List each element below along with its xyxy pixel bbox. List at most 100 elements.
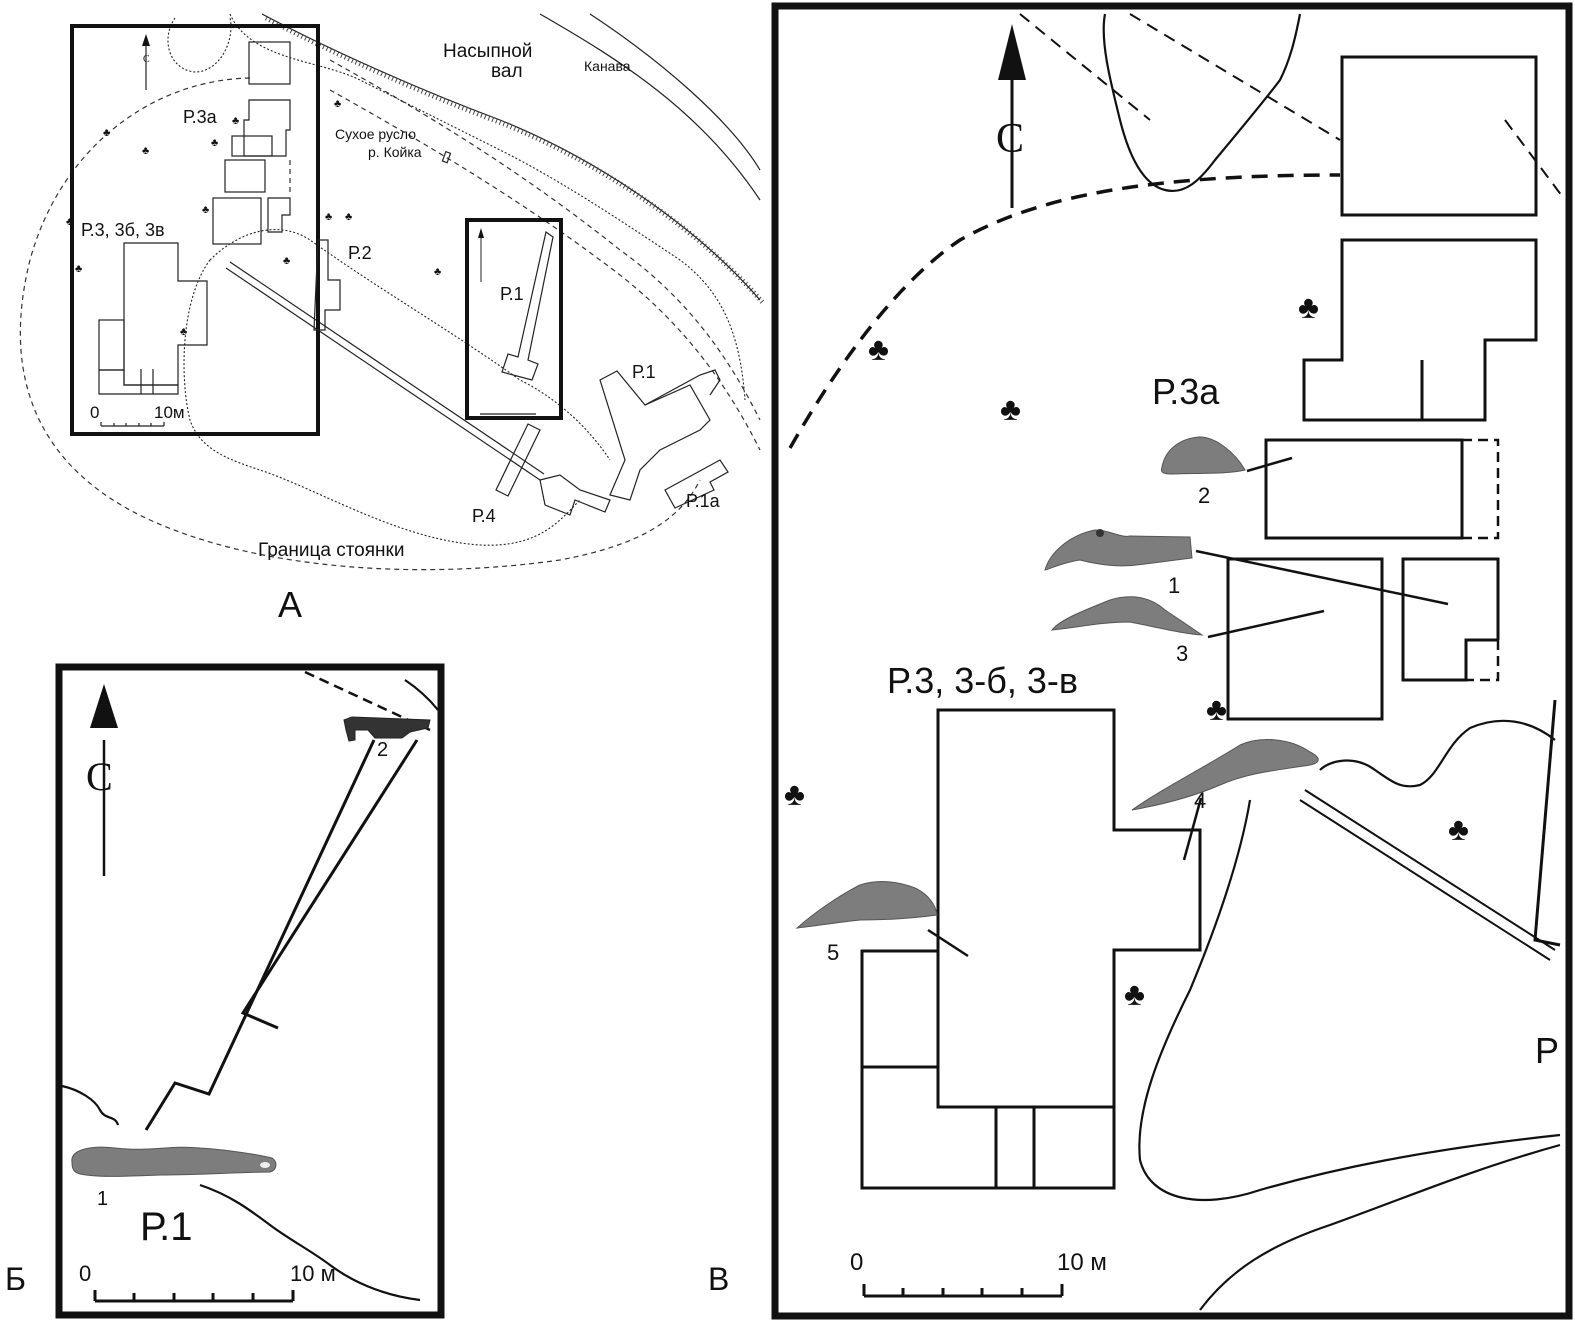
- label-dry-bed-2: р. Койка: [368, 144, 422, 160]
- leader-line-3: [1207, 609, 1325, 639]
- inset-north-arrow-icon: [478, 228, 484, 238]
- dry-bed-dashed-line-2: [1129, 13, 1341, 141]
- panel-v: С: [708, 2, 1573, 1320]
- artifact-1-number: 1: [1168, 573, 1180, 598]
- tree-icon: ♣: [180, 326, 187, 338]
- label-cut-p: Р: [1535, 1030, 1559, 1071]
- leader-line-1: [1195, 549, 1449, 606]
- excavation-p3-6: [267, 197, 291, 233]
- scale-zero: 0: [90, 403, 99, 422]
- panel-b: С 1 2 Р.1 0 10 м Б: [5, 663, 445, 1319]
- north-arrow-icon: [90, 684, 118, 728]
- tree-icon: ♣: [1298, 289, 1319, 325]
- tree-icon: ♣: [232, 115, 239, 127]
- north-label: С: [86, 754, 113, 799]
- artifact-4-number: 4: [1194, 788, 1206, 813]
- dry-bed-dashed-line-1: [1019, 13, 1151, 121]
- panel-label-a: А: [278, 584, 302, 625]
- scale-zero: 0: [79, 1261, 91, 1286]
- scale-bar: [862, 1284, 1064, 1298]
- label-p3a: Р.3а: [1152, 371, 1220, 412]
- tree-icon: ♣: [784, 776, 805, 812]
- excavation-p3a-4: [224, 159, 266, 193]
- north-arrow-icon: [998, 24, 1026, 80]
- scale-zero: 0: [850, 1249, 863, 1276]
- bank-line-left: [61, 1084, 120, 1126]
- excavation-p3a-1: [248, 41, 291, 85]
- excavation-p1-trench: [644, 369, 721, 406]
- excavation-p3a-2: [1302, 238, 1538, 422]
- excavation-p3-side: [860, 949, 940, 1069]
- artifact-1-number: 1: [97, 1188, 108, 1210]
- artifact-5-number: 5: [827, 940, 839, 965]
- label-p1: Р.1: [140, 1205, 192, 1249]
- artifact-1-image: [71, 1146, 277, 1177]
- tree-icon: ♣: [202, 204, 209, 216]
- tree-icon: ♣: [1124, 976, 1145, 1012]
- excavation-p3a-3: [231, 135, 273, 157]
- artifact-1-hole: [260, 1162, 270, 1168]
- tree-icon: ♣: [211, 137, 218, 149]
- marker-small: [441, 150, 452, 164]
- tree-icon: ♣: [345, 211, 352, 223]
- label-p3a: Р.3а: [183, 107, 218, 127]
- artifact-1-image: [1044, 529, 1193, 571]
- trench-road-2: [229, 261, 545, 475]
- north-label: С: [143, 54, 150, 65]
- panel-b-frame: [55, 663, 445, 1319]
- excavation-p3-bottom: [98, 369, 179, 395]
- excavation-p4-extension: [539, 474, 611, 516]
- label-p2: Р.2: [348, 243, 372, 263]
- excavation-p3-4: [1226, 557, 1384, 721]
- inset-frame-p3: [70, 24, 320, 436]
- north-arrow-icon: [142, 34, 150, 46]
- excavation-p4: [495, 423, 541, 497]
- excavation-p3-main: [936, 708, 1202, 1109]
- excavation-p3-5-dashed: [1466, 640, 1500, 682]
- tree-icon: ♣: [325, 211, 332, 223]
- terrace-lobe: [167, 17, 232, 73]
- north-label: С: [996, 116, 1024, 162]
- embankment-hatching: [264, 15, 766, 306]
- tree-icon: ♣: [142, 145, 149, 157]
- ditch-line-1: [539, 13, 761, 201]
- excavation-p1-inset: [501, 230, 554, 381]
- tree-icon: ♣: [283, 255, 290, 267]
- excavation-p3-bottom: [860, 1065, 1116, 1190]
- tree-icon: ♣: [868, 331, 889, 367]
- embankment-line: [261, 13, 761, 301]
- ditch-line-2: [589, 13, 761, 171]
- excavation-p3a-1: [1340, 55, 1538, 217]
- bank-line-bottom: [199, 1183, 421, 1302]
- terrace-edge-upper: [1319, 719, 1556, 788]
- tree-icon: ♣: [1448, 811, 1469, 847]
- tree-icon: ♣: [66, 216, 73, 228]
- dry-bed-edge-2: [329, 89, 761, 451]
- label-embankment-2: вал: [491, 61, 523, 82]
- terrace-edge-north: [229, 13, 746, 401]
- panel-label-v: В: [708, 1261, 729, 1297]
- scale-bar: [93, 1290, 295, 1303]
- label-dry-bed-1: Сухое русло: [335, 126, 416, 142]
- tree-icon: ♣: [1000, 391, 1021, 427]
- excavation-p3a-2: [243, 99, 291, 157]
- excavation-p3-side: [98, 319, 125, 371]
- excavation-p2-edge: [1533, 699, 1561, 947]
- excavation-p1a: [664, 459, 729, 509]
- tree-icon: ♣: [1206, 691, 1227, 727]
- tree-icon: ♣: [334, 98, 341, 110]
- trench-road: [1299, 789, 1556, 961]
- excavation-p3a-3-dashed: [1462, 438, 1500, 540]
- terrace-edge-lower: [1138, 799, 1561, 1202]
- panel-label-b: Б: [5, 1261, 26, 1297]
- label-embankment-1: Насыпной: [443, 41, 532, 62]
- label-p1-inset: Р.1: [500, 284, 524, 304]
- artifact-3-image: [1050, 596, 1204, 636]
- tree-icon: ♣: [103, 127, 110, 139]
- label-ditch: Канава: [584, 58, 631, 74]
- artifact-1-hole: [1096, 529, 1104, 537]
- artifact-2-image: [343, 716, 431, 742]
- panel-v-frame: [771, 2, 1573, 1320]
- site-boundary-line: [788, 173, 1341, 449]
